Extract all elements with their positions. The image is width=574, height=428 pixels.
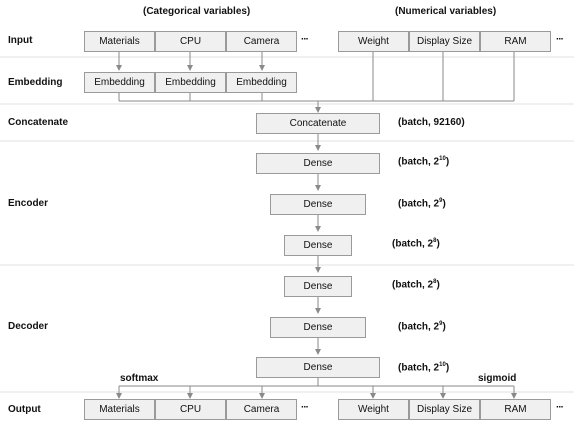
row-label-input: Input <box>8 35 33 46</box>
input-materials: Materials <box>84 31 155 52</box>
input-ram: RAM <box>480 31 551 52</box>
row-label-concatenate: Concatenate <box>8 117 69 128</box>
decoder-shape-2: (batch, 29) <box>398 321 446 333</box>
row-label-output: Output <box>8 404 41 415</box>
encoder-dense-3: Dense <box>284 235 352 256</box>
encoder-shape-2: (batch, 29) <box>398 198 446 210</box>
embedding-materials: Embedding <box>84 72 155 93</box>
output-weight: Weight <box>338 399 409 420</box>
input-weight: Weight <box>338 31 409 52</box>
input-display-size: Display Size <box>409 31 480 52</box>
row-label-encoder: Encoder <box>8 198 49 209</box>
decoder-dense-2: Dense <box>270 317 366 338</box>
output-ellipsis-numerical: ··· <box>556 402 564 413</box>
sigmoid-label: sigmoid <box>478 373 517 384</box>
row-label-embedding: Embedding <box>8 77 63 88</box>
output-ellipsis-categorical: ··· <box>301 402 309 413</box>
encoder-dense-2: Dense <box>270 194 366 215</box>
softmax-label: softmax <box>120 373 159 384</box>
output-cpu: CPU <box>155 399 226 420</box>
input-ellipsis-numerical: ··· <box>556 34 564 45</box>
decoder-dense-1: Dense <box>284 276 352 297</box>
input-cpu: CPU <box>155 31 226 52</box>
output-materials: Materials <box>84 399 155 420</box>
encoder-shape-1: (batch, 210) <box>398 156 450 168</box>
decoder-dense-3: Dense <box>256 357 380 378</box>
concat-shape: (batch, 92160) <box>398 117 465 128</box>
encoder-dense-1: Dense <box>256 153 380 174</box>
concatenate-box: Concatenate <box>256 113 380 134</box>
embedding-cpu: Embedding <box>155 72 226 93</box>
output-display-size: Display Size <box>409 399 480 420</box>
embedding-camera: Embedding <box>226 72 297 93</box>
input-ellipsis-categorical: ··· <box>301 34 309 45</box>
encoder-shape-3: (batch, 28) <box>392 238 440 250</box>
input-camera: Camera <box>226 31 297 52</box>
decoder-shape-1: (batch, 28) <box>392 279 440 291</box>
row-label-decoder: Decoder <box>8 321 49 332</box>
output-ram: RAM <box>480 399 551 420</box>
numerical-header: (Numerical variables) <box>395 6 497 17</box>
categorical-header: (Categorical variables) <box>143 6 251 17</box>
decoder-shape-3: (batch, 210) <box>398 362 450 374</box>
output-camera: Camera <box>226 399 297 420</box>
